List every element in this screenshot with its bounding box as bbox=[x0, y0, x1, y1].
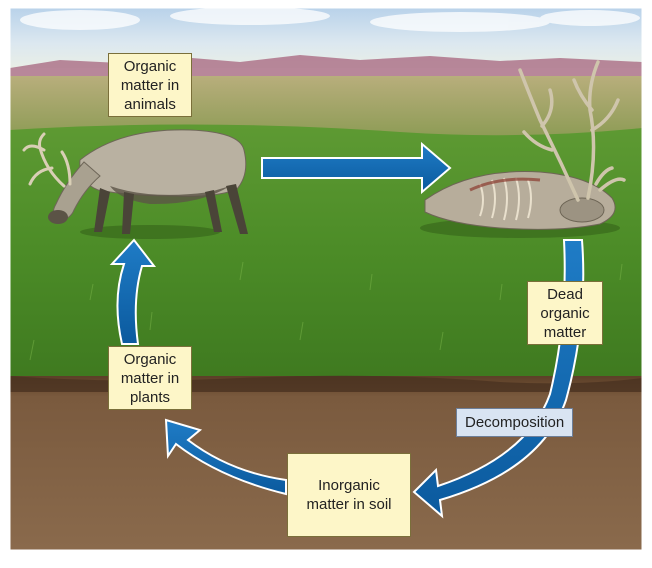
label-decomposition: Decomposition bbox=[456, 408, 573, 437]
label-inorganic-matter-soil: Inorganic matter in soil bbox=[287, 453, 411, 537]
label-organic-matter-animals-text: Organic matter in animals bbox=[121, 57, 179, 114]
label-inorganic-matter-soil-text: Inorganic matter in soil bbox=[306, 476, 391, 514]
label-organic-matter-plants: Organic matter in plants bbox=[108, 346, 192, 410]
label-decomposition-text: Decomposition bbox=[465, 414, 564, 431]
label-organic-matter-plants-text: Organic matter in plants bbox=[121, 350, 179, 407]
label-dead-organic-matter-text: Dead organic matter bbox=[540, 285, 589, 342]
label-organic-matter-animals: Organic matter in animals bbox=[108, 53, 192, 117]
label-dead-organic-matter: Dead organic matter bbox=[527, 281, 603, 345]
